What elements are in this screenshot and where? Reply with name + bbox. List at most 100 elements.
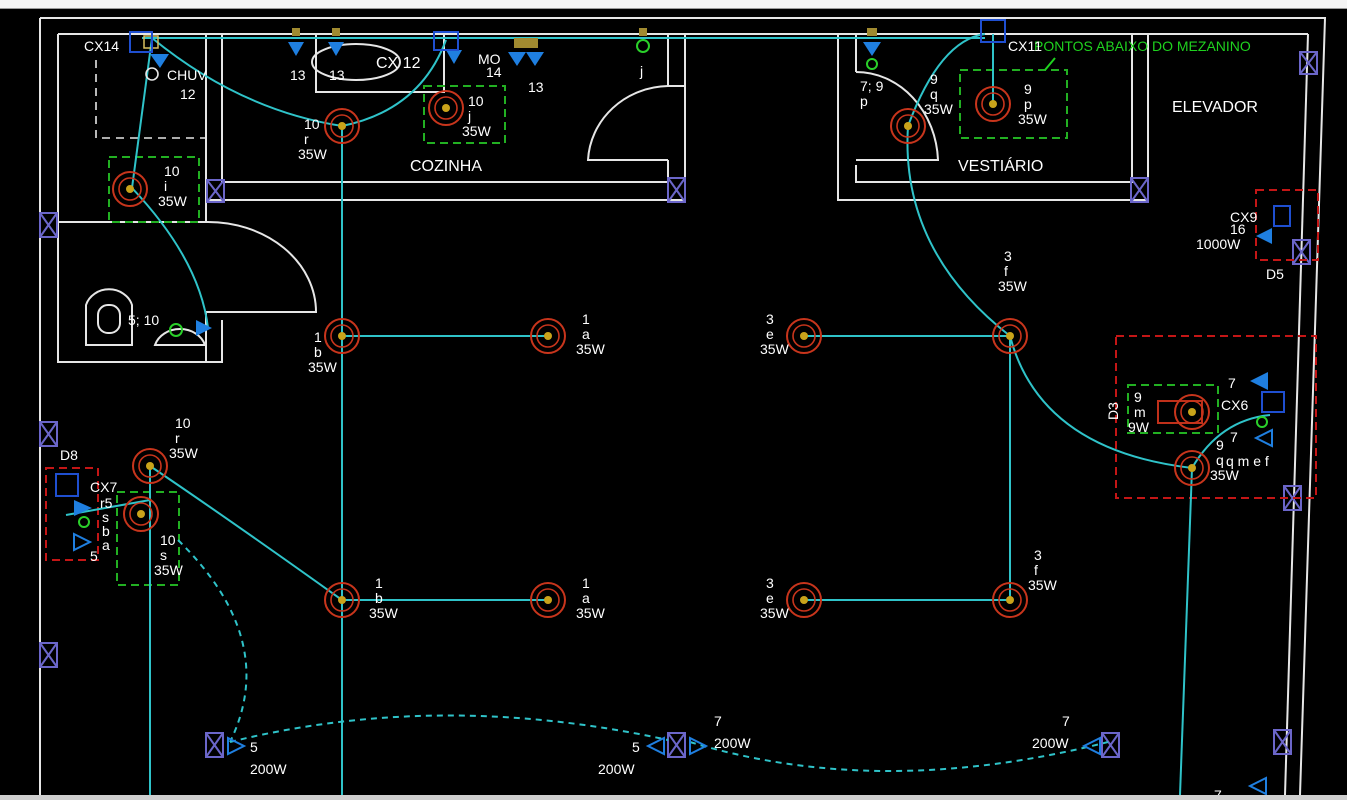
lamp-label-line: 35W	[169, 445, 199, 461]
svg-text:b: b	[102, 523, 110, 539]
lamp-label-line: 35W	[576, 341, 606, 357]
lamp-label-line: 10	[160, 532, 176, 548]
lamp-label-line: 3	[1004, 248, 1012, 264]
svg-text:12: 12	[180, 86, 196, 102]
svg-text:s: s	[102, 509, 109, 525]
lamp-icon	[123, 496, 159, 532]
svg-text:1000W: 1000W	[1196, 236, 1241, 252]
lamp-label-line: 35W	[760, 605, 790, 621]
floodlight-power: 200W	[1032, 735, 1069, 751]
box-cx14: CX14	[84, 38, 119, 54]
floodlight-power: 200W	[250, 761, 287, 777]
lamp-icon	[992, 582, 1028, 618]
lamp-label-line: 35W	[1018, 111, 1048, 127]
lamp-label-line: q	[1216, 452, 1224, 468]
lamp-label-line: 1	[582, 311, 590, 327]
lamp-label-line: b	[314, 344, 322, 360]
lamp-icon	[530, 318, 566, 354]
window-marker	[1273, 729, 1292, 755]
lamp-label-line: 35W	[576, 605, 606, 621]
lamp-label-line: p	[1024, 96, 1032, 112]
lamp-label-line: r	[304, 131, 309, 147]
lamp-label-line: 35W	[158, 193, 188, 209]
lamp-label-line: q	[930, 86, 938, 102]
sanitary-fixtures	[85, 43, 401, 346]
svg-text:CHUV: CHUV	[167, 67, 207, 83]
lamp-label-line: a	[582, 590, 590, 606]
box-cx6: CX6	[1221, 397, 1248, 413]
box-cx7: CX7	[90, 479, 117, 495]
svg-text:MO: MO	[478, 51, 501, 67]
lamp-icon	[112, 171, 148, 207]
lamp-label-line: 9W	[1128, 419, 1150, 435]
svg-text:7: 7	[1230, 429, 1238, 445]
lamp-label-line: 9	[1216, 437, 1224, 453]
lamp-label-line: f	[1004, 263, 1008, 279]
switch-icon	[636, 28, 650, 53]
floodlight-circuit: 7	[714, 713, 722, 729]
outlet-icon	[1247, 776, 1267, 796]
outlet-icon	[508, 38, 544, 66]
lamp-label-line: 9	[1024, 81, 1032, 97]
svg-text:13: 13	[290, 67, 306, 83]
window-marker	[1101, 732, 1120, 758]
svg-text:7: 7	[1214, 787, 1222, 800]
lamp-label-line: 35W	[154, 562, 184, 578]
lamp-label-line: 35W	[998, 278, 1028, 294]
lamp-label-line: 35W	[308, 359, 338, 375]
box-labels: CX14 CX 12 CX11 CX9 CX7 CX6	[84, 38, 1257, 495]
svg-text:r5: r5	[100, 495, 113, 511]
floodlight-icon	[227, 736, 247, 756]
box-cx9: CX9	[1230, 209, 1257, 225]
lamp-label-line: 35W	[369, 605, 399, 621]
building-walls	[39, 17, 1327, 796]
outlet-icon	[863, 28, 881, 70]
lamp-icon	[530, 582, 566, 618]
lamp-label-line: m	[1134, 404, 1146, 420]
outlet-icon	[169, 320, 212, 337]
lamp-label-line: e	[766, 326, 774, 342]
window-marker	[39, 642, 58, 668]
lamp-label-line: 10	[468, 93, 484, 109]
outlet-icon	[1256, 205, 1291, 244]
room-labels: COZINHA VESTIÁRIO ELEVADOR	[410, 99, 1258, 175]
window-top-bar	[0, 0, 1347, 9]
outlet-icon	[55, 473, 93, 552]
lamp-label-line: e	[766, 590, 774, 606]
lamp-label-line: 1	[582, 575, 590, 591]
lamp-icon	[324, 108, 360, 144]
lamp-label-line: p	[860, 93, 868, 109]
lamp-label-line: 3	[766, 575, 774, 591]
svg-text:13: 13	[528, 79, 544, 95]
lamp-label-line: 35W	[924, 101, 954, 117]
lamp-icon	[890, 108, 926, 144]
outlet-labels: CHUV 12 MO 14 13 13 13 j 5; 10 16 1000W …	[90, 51, 1269, 800]
window-marker	[1292, 239, 1311, 265]
floodlight-power: 200W	[714, 735, 751, 751]
mezzanine-note: PONTOS ABAIXO DO MEZANINO	[1034, 38, 1251, 54]
ceiling-lamps	[112, 86, 1210, 618]
lamp-label-line: a	[582, 326, 590, 342]
lamp-label-line: r	[175, 430, 180, 446]
cooktop-icon	[311, 43, 401, 81]
svg-text:13: 13	[329, 67, 345, 83]
lamp-label-line: f	[1034, 562, 1038, 578]
svg-text:5; 10: 5; 10	[128, 312, 159, 328]
lamp-label-line: 35W	[760, 341, 790, 357]
wall-markers	[39, 51, 1318, 758]
lamp-label-line: 35W	[462, 123, 492, 139]
lamp-label-line: 9	[1134, 389, 1142, 405]
